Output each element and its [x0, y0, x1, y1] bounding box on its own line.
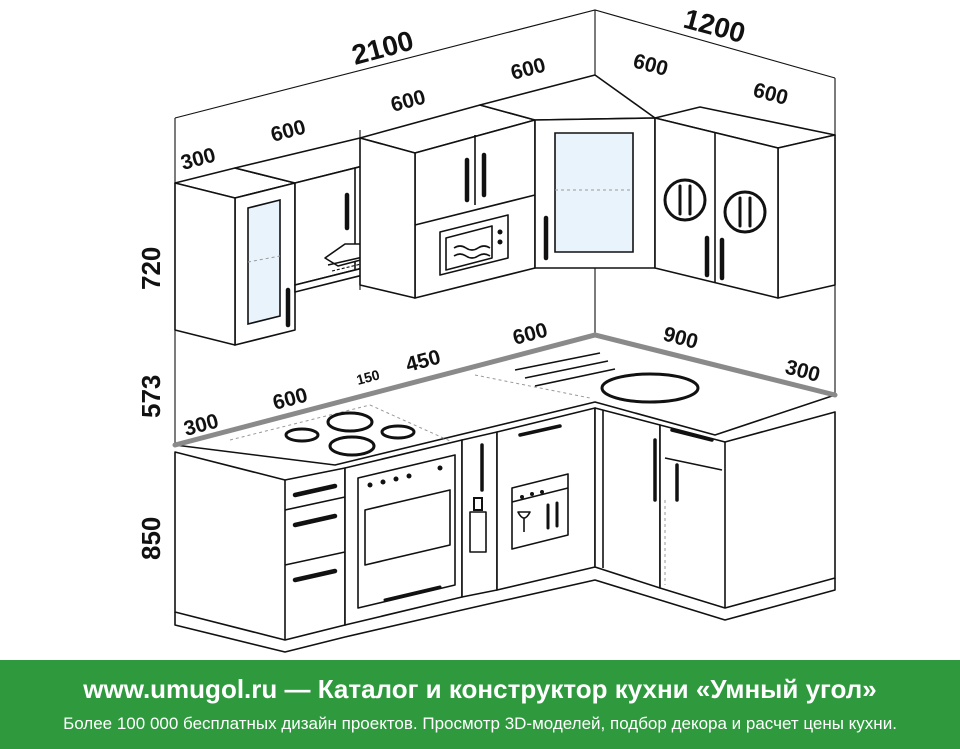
footer-title[interactable]: www.umugol.ru — Каталог и конструктор ку…: [83, 674, 877, 704]
lower-dishwasher-unit: [496, 407, 596, 591]
hob-icon: [284, 411, 416, 457]
dim-upper-total-back: 2100: [349, 25, 417, 71]
oven-icon: [357, 454, 456, 609]
lower-oven-unit: [344, 439, 463, 626]
kitchen-svg: 2100 1200 300 600 600 600 600 600 720 57…: [136, 3, 838, 653]
dim-height-lower: 850: [136, 517, 166, 560]
dim-counter-450: 450: [403, 346, 443, 377]
lower-bottle-unit: [461, 431, 498, 598]
dim-counter-150: 150: [355, 366, 382, 388]
dishwasher-icon: [511, 473, 569, 550]
upper-cabinet-300-glass: [174, 167, 296, 346]
footer-subtitle: Более 100 000 бесплатных дизайн проектов…: [63, 714, 897, 733]
countertop: [172, 332, 838, 466]
dim-upper-600-b: 600: [388, 86, 428, 117]
plinth: [174, 578, 836, 653]
bottle-icon: [469, 497, 487, 553]
dim-upper-300: 300: [178, 144, 218, 175]
cutlery-icon: [723, 190, 767, 234]
sink-icon: [514, 352, 700, 404]
dim-height-gap: 573: [136, 375, 166, 418]
microwave-icon: [439, 214, 509, 276]
dim-upper-total-side: 1200: [680, 3, 748, 49]
dim-upper-600-side-a: 600: [631, 50, 671, 81]
upper-cabinet-600-microwave: [359, 104, 536, 299]
upper-cabinets: [174, 74, 836, 346]
kitchen-drawing: 2100 1200 300 600 600 600 600 600 720 57…: [136, 3, 838, 653]
dim-counter-600-corner: 600: [510, 319, 550, 350]
dim-upper-600-a: 600: [268, 116, 308, 147]
lower-drawer-unit: [174, 451, 346, 641]
lower-corner-unit: [594, 407, 836, 609]
dim-counter-900: 900: [661, 323, 701, 354]
dim-upper-600-corner: 600: [508, 54, 548, 85]
dim-upper-600-side-b: 600: [751, 79, 791, 110]
lower-cabinets: [174, 407, 836, 653]
footer-banner: www.umugol.ru — Каталог и конструктор ку…: [0, 660, 960, 749]
upper-side-cabinets: [654, 106, 836, 299]
cutlery-icon: [663, 178, 707, 222]
dim-height-upper: 720: [136, 247, 166, 290]
